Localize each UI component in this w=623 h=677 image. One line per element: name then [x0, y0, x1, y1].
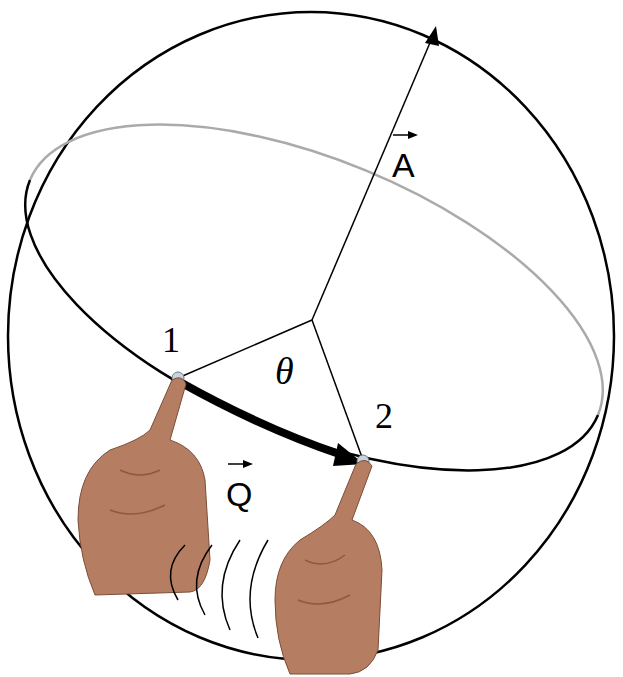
callout-number: 2: [375, 398, 393, 434]
hand: [275, 460, 382, 674]
great-circle-back: [30, 125, 603, 415]
callout-number: 1: [162, 322, 180, 358]
arrowhead: [425, 26, 439, 46]
vector-label: Q: [226, 477, 252, 511]
hand: [78, 378, 210, 595]
radius-line: [312, 320, 363, 460]
vector-label: A: [392, 148, 415, 182]
vector-arrow-mark: [228, 463, 245, 465]
great-circle-front: [25, 180, 598, 470]
vector-q: [180, 382, 342, 455]
arrowhead: [243, 460, 253, 468]
sphere-outline: [8, 12, 614, 660]
vector-arrow-mark: [393, 134, 410, 136]
arrowhead: [408, 131, 418, 139]
vector-a: [312, 38, 432, 320]
motion-lines: [170, 540, 268, 638]
angle-label: θ: [275, 352, 294, 390]
